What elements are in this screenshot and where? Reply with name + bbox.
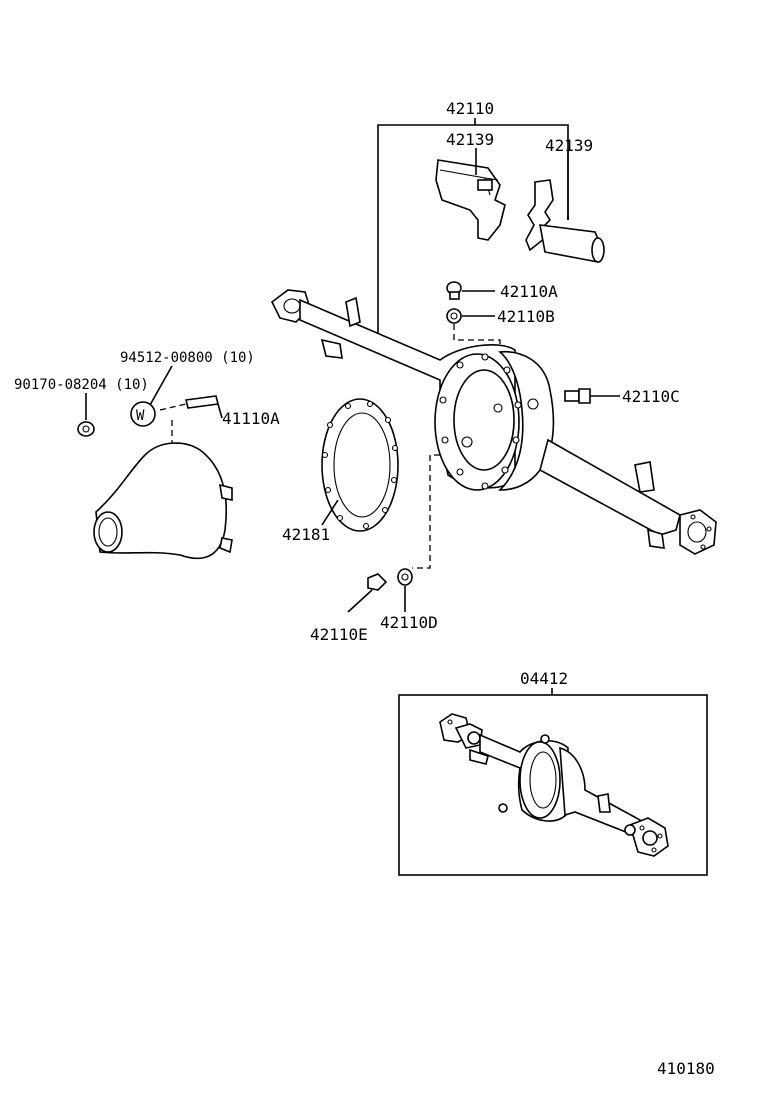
bracket-plug-right [525,150,605,263]
figure-number: 410180 [657,1059,715,1078]
breather-42110c [564,388,620,404]
label-42110b: 42110B [497,307,555,326]
label-90170-08204: 90170-08204 (10) [14,377,149,393]
gasket-42181 [321,398,399,532]
label-42139-right: 42139 [545,136,593,155]
label-42110d: 42110D [380,613,438,632]
label-42110e: 42110E [310,625,368,644]
leader-94512 [149,365,173,406]
label-42110c: 42110C [622,387,680,406]
label-41110a: 41110A [222,409,280,428]
bracket-plug-left [435,148,506,241]
label-42110: 42110 [446,99,494,118]
differential-carrier [93,420,233,560]
assembly-box-04412 [398,694,708,876]
stud-41110a [159,395,223,419]
nut-42110b [446,308,501,355]
label-94512-00800: 94512-00800 (10) [120,350,255,366]
axle-housing [270,289,717,555]
leader-dashed-42110d [412,454,440,569]
nut-90170 [77,421,95,437]
plug-42110e [347,573,388,613]
label-42181: 42181 [282,525,330,544]
bolt-42110a [446,281,495,300]
washer-symbol: W [130,401,156,427]
label-04412: 04412 [520,669,568,688]
axle-housing-assembly [439,713,669,857]
nut-42110d [397,568,413,612]
label-42139-left: 42139 [446,130,494,149]
label-42110a: 42110A [500,282,558,301]
svg-text:W: W [136,408,145,424]
